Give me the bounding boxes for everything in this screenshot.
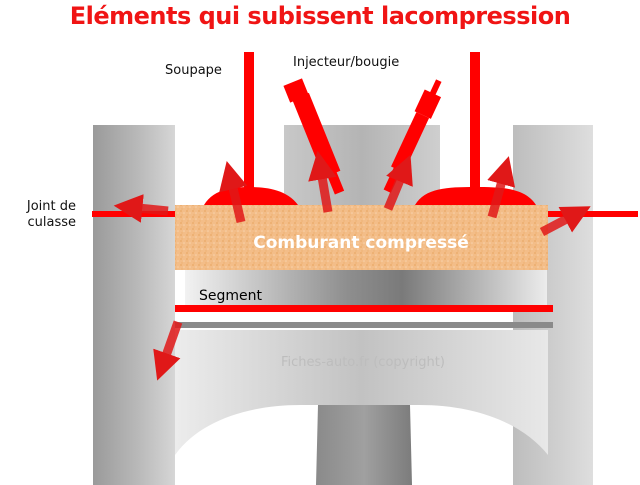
piston-ring-groove — [175, 322, 553, 328]
connecting-rod — [316, 405, 412, 485]
arrow-chamber-up — [308, 150, 337, 213]
label-joint-de-culasse: Joint de culasse — [12, 199, 76, 231]
arrow-valve-left — [219, 160, 248, 224]
valve-stem-right — [470, 52, 480, 192]
label-injecteur-bougie: Injecteur/bougie — [293, 55, 400, 70]
label-joint-line2: culasse — [27, 215, 76, 230]
piston-ring — [175, 305, 553, 312]
page-title: Eléments qui subissent lacompression — [69, 2, 571, 30]
label-comburant-compresse: Comburant compressé — [253, 233, 469, 253]
piston-skirt — [175, 330, 548, 455]
label-soupape: Soupape — [165, 63, 222, 78]
arrow-chamber-spark — [383, 154, 413, 211]
watermark-copyright: Fiches-auto.fr (copyright) — [281, 355, 445, 370]
arrow-gasket-right — [539, 206, 591, 236]
valve-head-right — [415, 187, 536, 205]
label-segment: Segment — [199, 288, 262, 304]
arrow-ring — [153, 320, 183, 381]
arrow-valve-right — [487, 156, 516, 219]
valve-head-left — [204, 187, 298, 205]
cylinder-wall-left — [93, 125, 175, 485]
piston-crown — [185, 270, 547, 306]
valve-stem-left — [244, 52, 254, 192]
head-gasket-right — [548, 211, 638, 217]
pressure-arrows — [113, 150, 591, 381]
arrow-gasket-left — [113, 194, 169, 223]
label-joint-line1: Joint de — [26, 199, 76, 214]
